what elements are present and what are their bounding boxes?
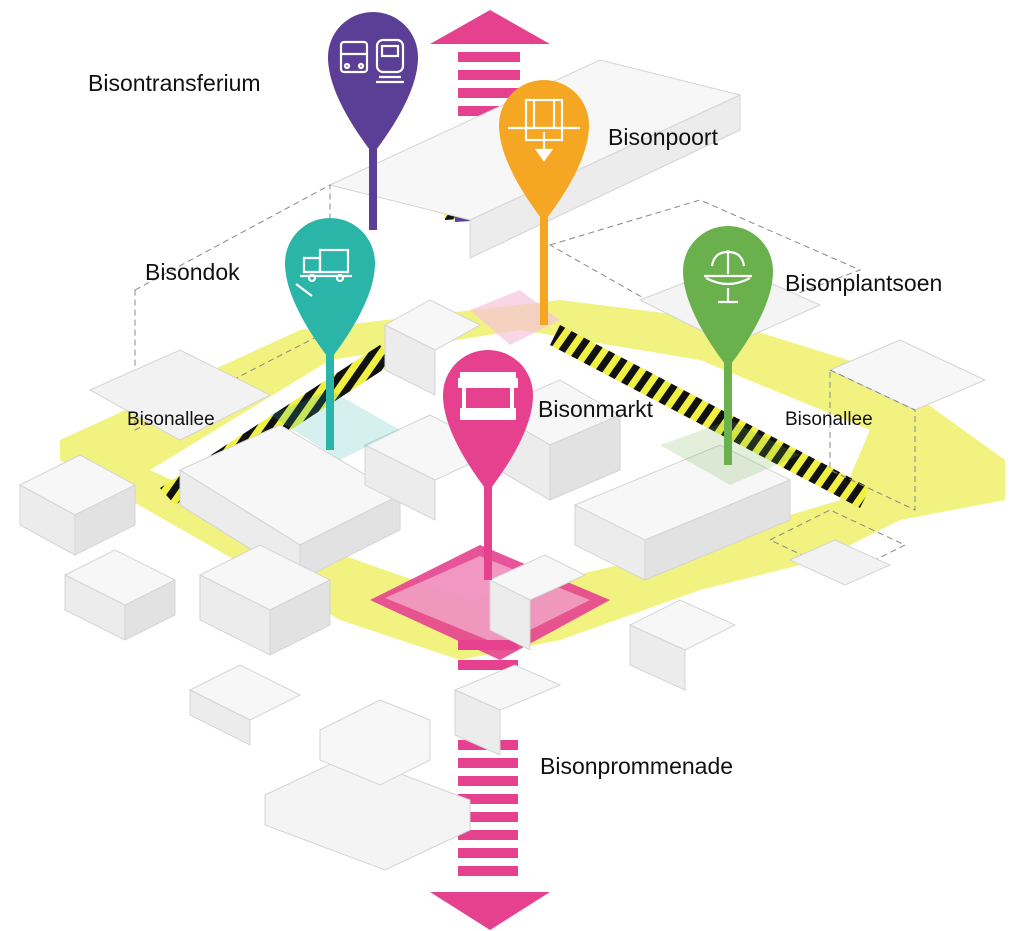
label-bisonallee-left: Bisonallee <box>127 409 215 430</box>
marker-bisonpoort <box>499 80 589 222</box>
marker-poles <box>326 140 732 580</box>
fountain-icon <box>704 250 752 304</box>
bus-and-train-icon <box>339 38 405 84</box>
gate-icon <box>508 98 580 162</box>
bisondok-zone <box>270 390 400 460</box>
label-bisontransferium: Bisontransferium <box>88 70 261 96</box>
bisonpoort-zone <box>470 290 560 345</box>
marker-bisondok <box>285 218 375 360</box>
label-bisonplantsoen: Bisonplantsoen <box>785 270 943 296</box>
label-bisonmarkt: Bisonmarkt <box>538 396 654 422</box>
marker-bisontransferium <box>328 12 418 154</box>
label-bisondok: Bisondok <box>145 259 240 285</box>
label-bisonpoort: Bisonpoort <box>608 124 718 150</box>
delivery-truck-icon <box>295 248 352 297</box>
buildings <box>18 59 987 871</box>
marker-bisonmarkt <box>443 350 533 492</box>
label-bisonallee-right: Bisonallee <box>785 409 873 430</box>
marker-bisonplantsoen <box>683 226 773 368</box>
label-bisonprommenade: Bisonprommenade <box>540 753 734 779</box>
market-stall-icon <box>458 372 518 420</box>
